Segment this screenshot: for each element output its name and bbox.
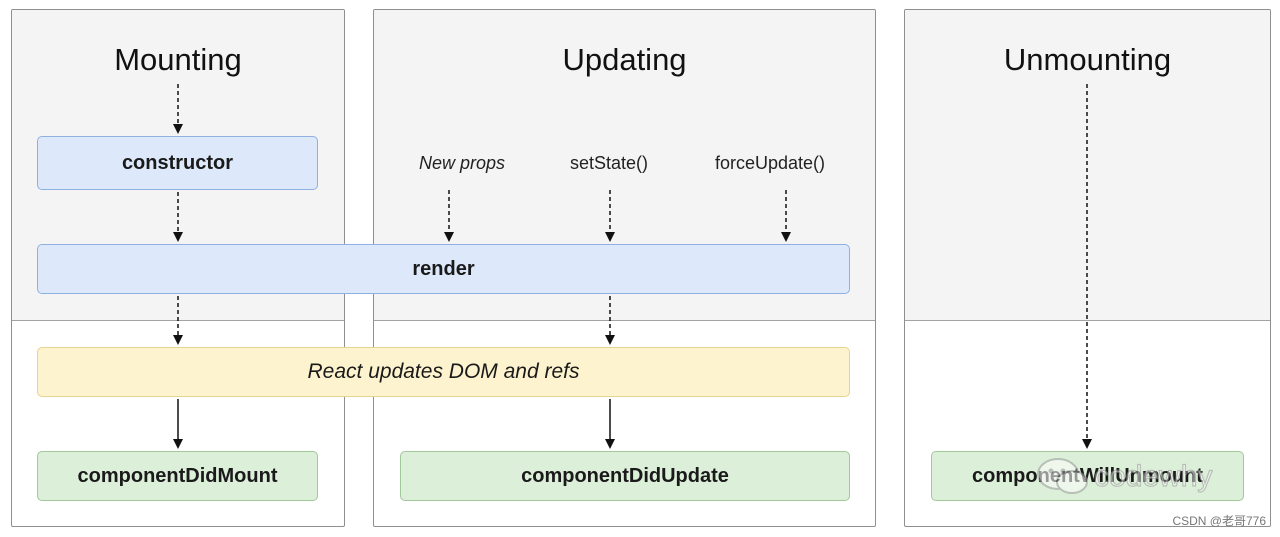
component-did-update-box: componentDidUpdate [400, 451, 850, 501]
wechat-logo-icon: codewhy [1037, 458, 1213, 494]
component-will-unmount-box: componentWillUnmount [931, 451, 1244, 501]
unmounting-title: Unmounting [1003, 42, 1172, 77]
csdn-watermark: CSDN @老哥776 [1172, 514, 1266, 528]
component-did-mount-box: componentDidMount [37, 451, 318, 501]
mounting-title: Mounting [114, 42, 242, 77]
overlay-watermark: codewhy [1032, 448, 1247, 504]
trigger-set-state: setState() [569, 153, 649, 173]
constructor-box: constructor [37, 136, 318, 190]
overlay-watermark-text: codewhy [1094, 460, 1212, 493]
render-box: render [37, 244, 850, 294]
updating-title: Updating [562, 42, 687, 77]
react-updates-dom-box: React updates DOM and refs [37, 347, 850, 397]
trigger-force-update: forceUpdate() [714, 153, 826, 173]
trigger-new-props: New props [418, 153, 506, 173]
